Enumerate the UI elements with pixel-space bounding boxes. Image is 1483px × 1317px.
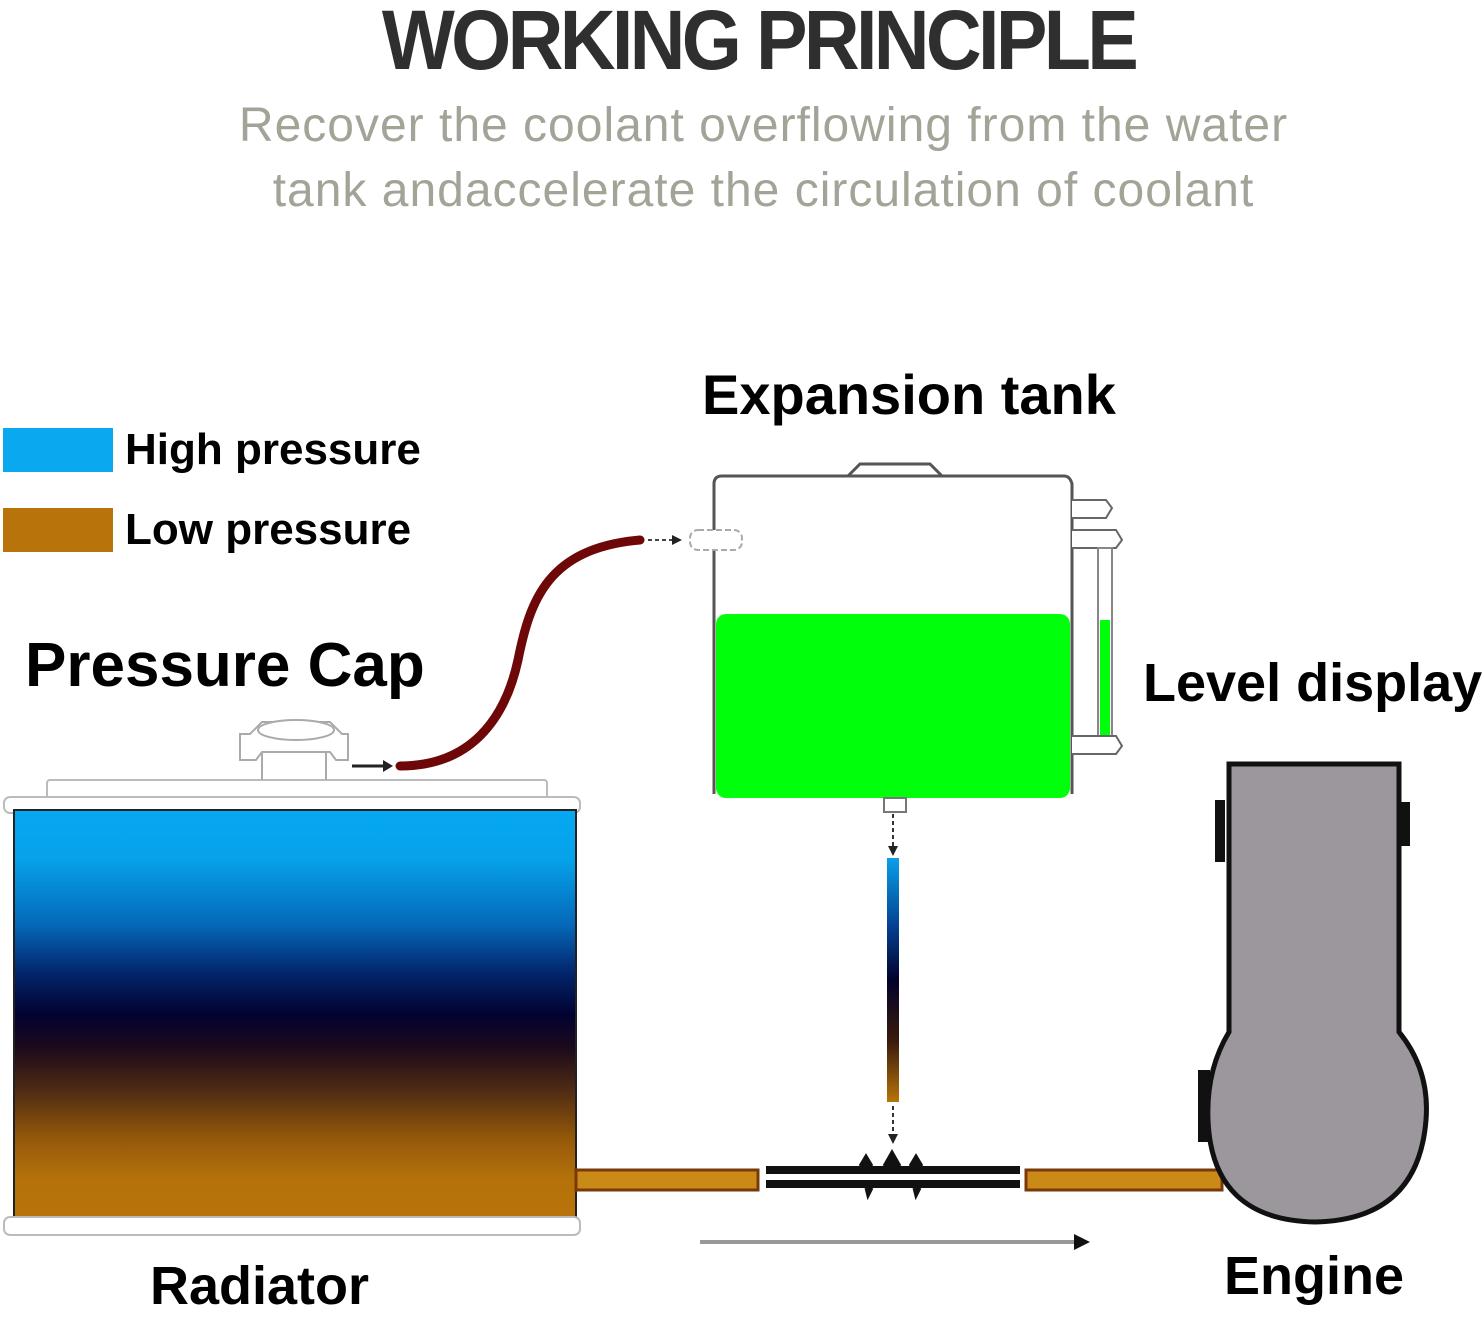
- return-pipe: [574, 1148, 1224, 1201]
- expansion-tank: [689, 462, 1074, 813]
- page-title: WORKING PRINCIPLE: [381, 0, 1139, 87]
- label-level-display: Level display: [1143, 653, 1483, 713]
- legend-label-high-pressure: High pressure: [125, 425, 421, 474]
- label-radiator: Radiator: [150, 1256, 370, 1316]
- label-engine: Engine: [1224, 1246, 1405, 1306]
- label-expansion-tank: Expansion tank: [702, 363, 1116, 426]
- overflow-arrow-icon: [352, 760, 393, 772]
- overflow-hose: [395, 535, 645, 771]
- down-arrow-icon: [888, 814, 898, 856]
- legend-label-low-pressure: Low pressure: [125, 505, 412, 554]
- label-pressure-cap: Pressure Cap: [25, 631, 425, 700]
- tank-return-pipe: [887, 858, 899, 1102]
- radiator-core: [13, 809, 577, 1221]
- legend-swatch-low-pressure: [3, 508, 113, 552]
- tank-inlet-port: [689, 529, 743, 551]
- tank-outlet-port: [883, 797, 907, 813]
- subtitle-line-1: Recover the coolant overflowing from the…: [238, 99, 1289, 152]
- tank-coolant-fill: [716, 614, 1070, 798]
- subtitle-line-2: tank andaccelerate the circulation of co…: [272, 164, 1255, 217]
- flow-direction-arrow-icon: [700, 1234, 1090, 1250]
- level-display-fill: [1100, 620, 1110, 736]
- pressure-cap-icon: [239, 719, 349, 780]
- engine-icon: [1198, 761, 1429, 1225]
- radiator-bottom-rail: [3, 1216, 581, 1236]
- radiator: [3, 779, 581, 1236]
- tank-inlet-arrow-icon: [648, 535, 682, 545]
- level-display-gauge: [1072, 499, 1124, 755]
- legend-swatch-high-pressure: [3, 428, 113, 472]
- down-arrow-icon: [888, 1106, 898, 1144]
